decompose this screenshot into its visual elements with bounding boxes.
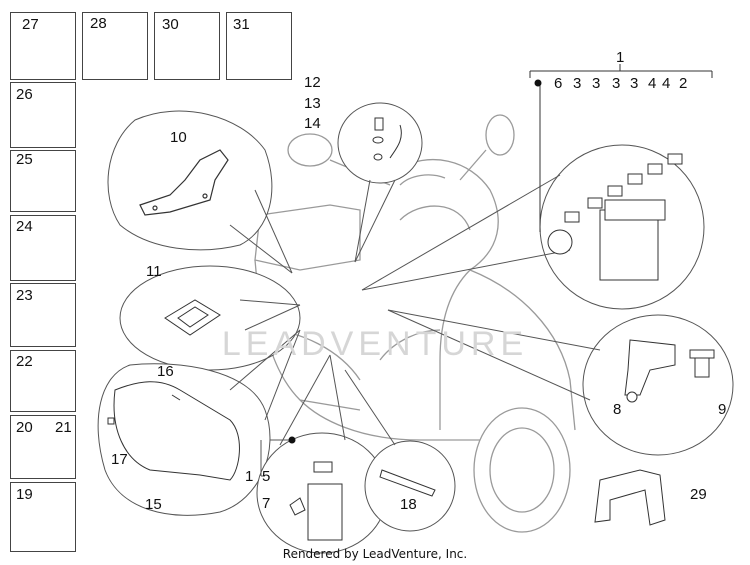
fuse-box <box>547 153 683 281</box>
part-label-26: 26 <box>16 86 33 103</box>
part-10-bracket <box>139 149 229 216</box>
part-box-19 <box>10 482 76 552</box>
part-label-31: 31 <box>233 16 250 33</box>
parts-12-14 <box>372 117 402 161</box>
part-label-3c: 3 <box>612 75 621 92</box>
part-label-28: 28 <box>90 15 107 32</box>
parts-5-7 <box>289 461 343 541</box>
part-box-24 <box>10 215 76 281</box>
part-label-1: 1 <box>616 49 625 66</box>
part-label-21: 21 <box>55 419 72 436</box>
part-label-12: 12 <box>304 74 321 91</box>
part-label-14: 14 <box>304 115 321 132</box>
part-label-3a: 3 <box>573 75 582 92</box>
part-label-24: 24 <box>16 218 33 235</box>
part-label-10: 10 <box>170 129 187 146</box>
parts-8-9 <box>624 339 715 403</box>
part-label-6: 6 <box>554 75 563 92</box>
part-label-23: 23 <box>16 287 33 304</box>
part-box-20-21 <box>10 415 76 479</box>
part-29-bracket <box>594 469 666 526</box>
part-label-20: 20 <box>16 419 33 436</box>
part-label-1-bracket: 1 <box>245 468 254 485</box>
part-label-7: 7 <box>262 495 271 512</box>
item-1-bracket <box>529 64 713 232</box>
part-label-5: 5 <box>262 468 271 485</box>
part-label-4b: 4 <box>662 75 671 92</box>
part-label-30: 30 <box>162 16 179 33</box>
part-label-22: 22 <box>16 353 33 370</box>
part-box-26 <box>10 82 76 148</box>
part-label-3b: 3 <box>592 75 601 92</box>
part-box-22 <box>10 350 76 412</box>
footer-credit: Rendered by LeadVenture, Inc. <box>282 547 468 561</box>
part-label-3d: 3 <box>630 75 639 92</box>
part-label-27: 27 <box>22 16 39 33</box>
part-label-19: 19 <box>16 486 33 503</box>
part-label-11: 11 <box>146 263 162 280</box>
leader-lines <box>229 174 601 477</box>
part-label-16: 16 <box>157 363 174 380</box>
part-label-17: 17 <box>111 451 128 468</box>
part-15-cover <box>107 381 240 481</box>
part-11-grommet <box>164 299 221 336</box>
part-label-29: 29 <box>690 486 707 503</box>
part-label-9: 9 <box>718 401 727 418</box>
part-label-4a: 4 <box>648 75 657 92</box>
part-label-15: 15 <box>145 496 162 513</box>
watermark: LEADVENTURE <box>222 325 528 363</box>
part-box-23 <box>10 283 76 347</box>
part-box-30 <box>154 12 220 80</box>
part-label-13: 13 <box>304 95 321 112</box>
part-box-28 <box>82 12 148 80</box>
part-18-tie <box>379 469 436 497</box>
part-label-18: 18 <box>400 496 417 513</box>
part-label-25: 25 <box>16 151 33 168</box>
part-label-8: 8 <box>613 401 622 418</box>
part-box-31 <box>226 12 292 80</box>
part-label-2: 2 <box>679 75 688 92</box>
part-box-27 <box>10 12 76 80</box>
part-box-25 <box>10 150 76 212</box>
